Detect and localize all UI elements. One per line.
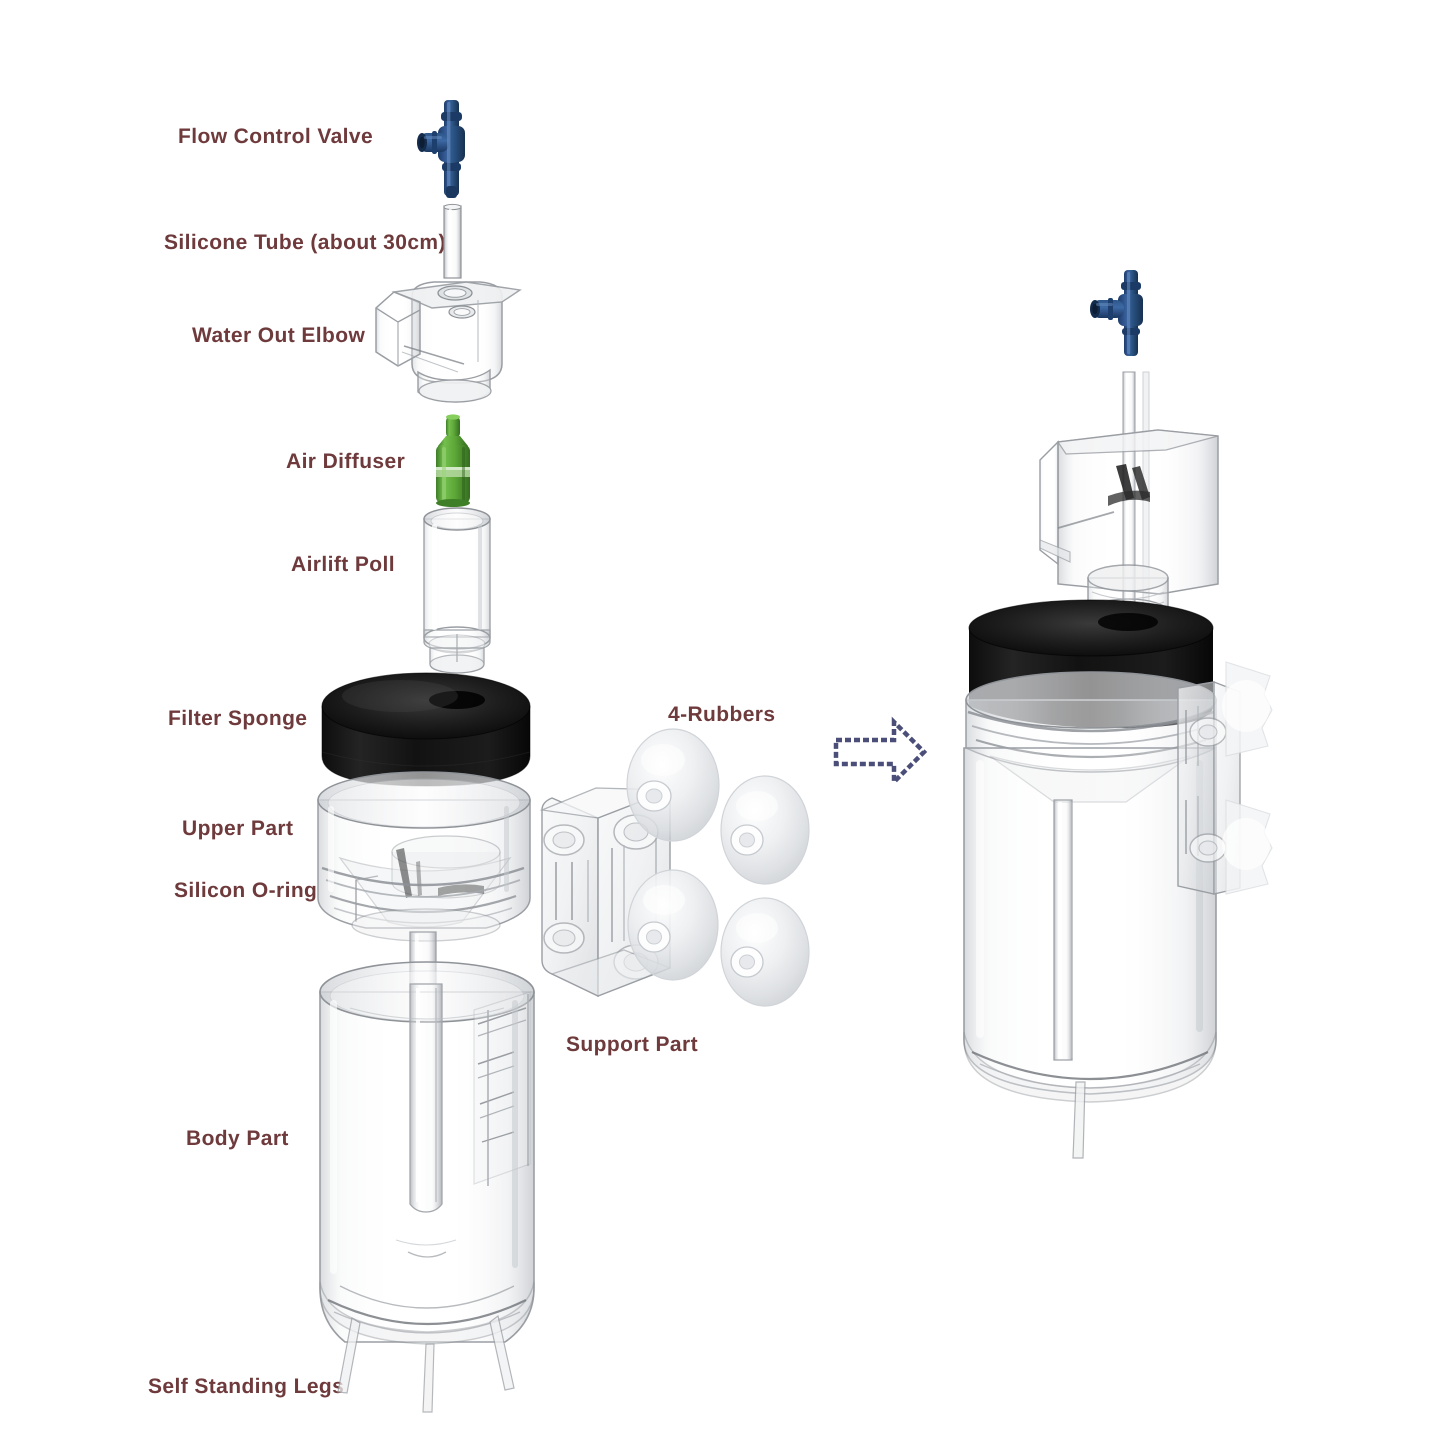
- rubber-suction-cup: [720, 775, 810, 885]
- label-silicon-o-ring: Silicon O-ring: [174, 879, 318, 902]
- assembly-arrow-icon: [833, 716, 928, 788]
- assembled-filter: [963, 270, 1273, 1159]
- part-support-part: [539, 787, 672, 998]
- label-flow-control-valve: Flow Control Valve: [178, 125, 374, 148]
- part-airlift-poll: [423, 507, 491, 674]
- part-filter-sponge: [321, 672, 531, 787]
- assembled-water-out-elbow: [1039, 429, 1219, 687]
- label-filter-sponge: Filter Sponge: [168, 707, 308, 730]
- assembled-body-part: [963, 747, 1217, 1159]
- label-upper-part: Upper Part: [182, 817, 294, 840]
- part-air-diffuser: [436, 414, 470, 507]
- label-airlift-poll: Airlift Poll: [291, 553, 395, 576]
- assembled-filter-sponge: [968, 599, 1214, 728]
- rubber-suction-cup: [720, 897, 810, 1007]
- assembled-support-part: [1177, 661, 1273, 895]
- label-self-standing-legs: Self Standing Legs: [148, 1375, 345, 1398]
- part-water-out-elbow: [375, 281, 522, 403]
- label-four-rubbers: 4-Rubbers: [668, 703, 776, 726]
- rubber-suction-cup: [627, 869, 719, 981]
- assembled-rubber-suction-cups: [1222, 661, 1273, 895]
- part-flow-control-valve: [417, 100, 465, 198]
- part-silicon-o-ring: [321, 866, 525, 924]
- body-mount-rail: [473, 991, 531, 1186]
- assembled-silicone-tube: [1122, 371, 1150, 657]
- label-body-part: Body Part: [186, 1127, 289, 1150]
- assembled-flow-control-valve: [1090, 270, 1143, 356]
- assembled-silicon-o-ring: [967, 710, 1215, 759]
- part-four-rubbers: [626, 728, 810, 1007]
- assembled-upper-part: [965, 671, 1217, 803]
- part-self-standing-legs: [337, 1314, 515, 1413]
- rubber-suction-cup: [626, 728, 720, 842]
- part-upper-part: [317, 771, 531, 985]
- assembled-self-standing-legs: [1072, 1081, 1086, 1159]
- part-silicone-tube: [443, 203, 462, 279]
- label-air-diffuser: Air Diffuser: [286, 450, 406, 473]
- label-silicone-tube: Silicone Tube (about 30cm): [164, 231, 446, 254]
- support-cup-sockets: [543, 814, 659, 980]
- part-body-part: [319, 961, 535, 1413]
- label-support-part: Support Part: [566, 1033, 698, 1056]
- label-water-out-elbow: Water Out Elbow: [192, 324, 366, 347]
